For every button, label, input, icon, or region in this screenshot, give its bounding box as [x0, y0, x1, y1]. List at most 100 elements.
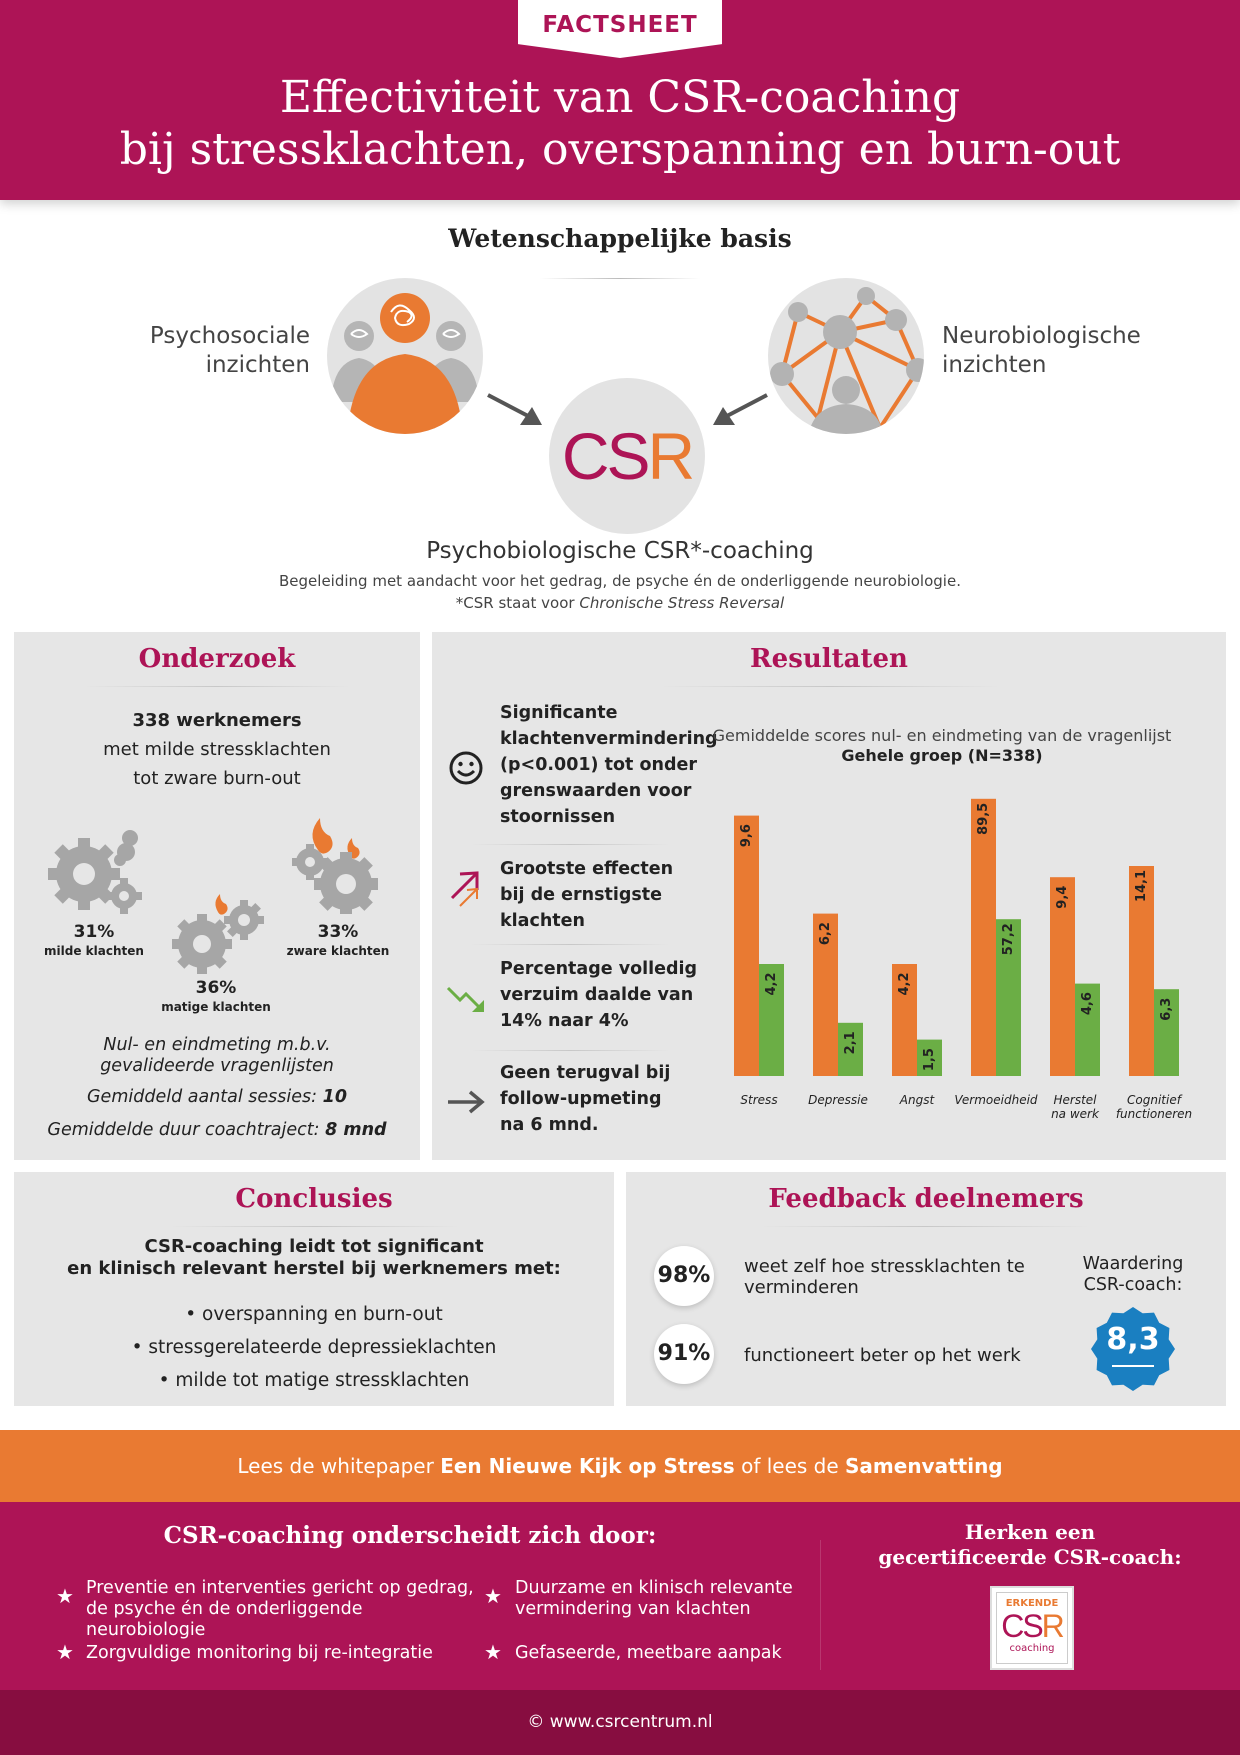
feedback-title: Feedback deelnemers	[768, 1184, 1084, 1214]
csr-logo-cs: CS	[561, 419, 651, 493]
resultaten-title: Resultaten	[750, 644, 908, 674]
chart-data-label: 57,2	[1001, 923, 1016, 955]
result-divider	[470, 844, 670, 845]
footer-item-1-line-2: de psyche én de onderliggende neurobiolo…	[86, 1599, 363, 1640]
chart-bar	[838, 1022, 863, 1076]
left-label-line-1: Psychosociale	[149, 323, 310, 349]
rating-label: Waardering CSR-coach:	[1068, 1254, 1198, 1296]
trend-down-icon	[446, 986, 484, 1012]
badge-bottom-text: coaching	[1009, 1643, 1055, 1654]
footer-divider	[820, 1540, 821, 1670]
certified-badge: ERKENDE CSR coaching	[990, 1586, 1074, 1670]
footer-item-1: Preventie en interventies gericht op ged…	[86, 1578, 486, 1641]
chart-data-label: 89,5	[976, 803, 991, 835]
basis-divider	[540, 278, 700, 279]
group-mild-pct: 31%	[73, 922, 115, 942]
feedback-text-1-line-2: verminderen	[744, 1277, 859, 1298]
group-moderate-pct: 36%	[195, 978, 237, 998]
list-item: • milde tot matige stressklachten	[158, 1370, 470, 1391]
badge-r: R	[1041, 1608, 1065, 1644]
csr-logo: CSR	[549, 378, 705, 534]
result-1-line: Significante	[500, 703, 618, 723]
result-item-2: Grootste effecten bij de ernstigste klac…	[500, 856, 700, 934]
group-severe-pct: 33%	[317, 922, 359, 942]
feedback-text-2: functioneert beter op het werk	[744, 1345, 1021, 1366]
group-severe: 33% zware klachten	[274, 922, 402, 958]
star-icon: ★	[56, 1584, 74, 1608]
result-2-line: bij de ernstigste	[500, 885, 663, 905]
rating-label-line-2: CSR-coach:	[1083, 1275, 1183, 1295]
right-label: Neurobiologische inzichten	[942, 322, 1162, 380]
group-moderate: 36% matige klachten	[152, 978, 280, 1014]
neurobiology-icon	[768, 278, 924, 434]
star-icon: ★	[484, 1584, 502, 1608]
rating-underline	[1112, 1365, 1154, 1367]
chart-bar	[1129, 866, 1154, 1076]
left-label: Psychosociale inzichten	[110, 322, 310, 380]
arrows-up-icon	[450, 871, 479, 907]
duration-text: Gemiddelde duur coachtraject: 8 mnd	[14, 1120, 420, 1140]
conclusies-intro: CSR-coaching leidt tot significant en kl…	[14, 1236, 614, 1280]
result-item-1: Significante klachtenvermindering (p<0.0…	[500, 700, 718, 830]
results-chart: 9,64,2Stress6,22,1Depressie4,21,5Angst89…	[734, 798, 1192, 1120]
badge-top-text: ERKENDE	[1005, 1598, 1059, 1609]
summary-line-2: met milde stressklachten	[103, 739, 331, 760]
basis-title: Wetenschappelijke basis	[448, 224, 792, 253]
list-item: • overspanning en burn-out	[185, 1304, 443, 1325]
gear-severe-icon	[292, 818, 378, 914]
whitepaper-band: Lees de whitepaper Een Nieuwe Kijk op St…	[0, 1430, 1240, 1502]
conclusies-title: Conclusies	[235, 1184, 393, 1214]
result-1-line: klachtenvermindering	[500, 729, 718, 749]
copyright-bar: © www.csrcentrum.nl	[0, 1690, 1240, 1755]
sessions-text: Gemiddeld aantal sessies: 10	[14, 1087, 420, 1107]
summary-line-3: tot zware burn-out	[133, 768, 301, 789]
result-divider	[470, 944, 670, 945]
method-line-1: Nul- en eindmeting m.b.v.	[103, 1035, 331, 1055]
chart-category-label: functioneren	[1116, 1107, 1192, 1120]
band-prefix: Lees de whitepaper	[237, 1454, 441, 1478]
copyright-text[interactable]: © www.csrcentrum.nl	[527, 1712, 713, 1732]
chart-bar	[813, 913, 838, 1076]
chart-data-label: 6,2	[818, 922, 833, 945]
page-title: Effectiviteit van CSR-coaching bij stres…	[0, 72, 1240, 176]
chart-title: Gemiddelde scores nul- en eindmeting van…	[712, 726, 1172, 745]
factsheet-tab: FACTSHEET	[518, 0, 722, 58]
chart-data-label: 2,1	[843, 1031, 858, 1054]
chart-bar	[1154, 989, 1179, 1076]
right-label-line-2: inzichten	[942, 352, 1047, 378]
chart-data-label: 4,2	[764, 972, 779, 995]
result-4-line: follow-upmeting	[500, 1089, 662, 1109]
feedback-text-1: weet zelf hoe stressklachten te verminde…	[744, 1256, 1044, 1298]
chart-category-label: Stress	[740, 1093, 777, 1107]
chart-data-label: 4,6	[1080, 992, 1095, 1015]
chart-category-label: Herstel	[1053, 1093, 1097, 1107]
footer-title: CSR-coaching onderscheidt zich door:	[163, 1522, 657, 1549]
badge-cs: CS	[1001, 1608, 1043, 1644]
chart-bar	[1075, 983, 1100, 1076]
chart-bar	[996, 919, 1021, 1076]
band-middle: of lees de	[734, 1454, 846, 1478]
result-1-line: stoornissen	[500, 807, 616, 827]
left-label-line-2: inzichten	[205, 352, 310, 378]
chart-category-label: Cognitief	[1127, 1093, 1183, 1107]
sessions-value: 10	[322, 1087, 347, 1107]
summary-link[interactable]: Samenvatting	[845, 1454, 1003, 1478]
title-line-1: Effectiviteit van CSR-coaching	[279, 72, 961, 123]
footer-item-4: Gefaseerde, meetbare aanpak	[515, 1643, 782, 1663]
group-moderate-label: matige klachten	[161, 1000, 271, 1014]
chart-bar	[734, 815, 759, 1076]
chart-bar	[917, 1039, 942, 1076]
csr-logo-r: R	[647, 419, 696, 493]
sessions-label: Gemiddeld aantal sessies:	[87, 1087, 323, 1107]
onderzoek-divider	[84, 686, 350, 687]
title-line-2: bij stressklachten, overspanning en burn…	[119, 124, 1121, 175]
conclusies-divider	[170, 1226, 460, 1227]
chart-bar	[1050, 877, 1075, 1076]
feedback-pct-1: 98%	[654, 1246, 714, 1306]
conclusies-list: • overspanning en burn-out • stressgerel…	[14, 1298, 614, 1397]
whitepaper-link[interactable]: Een Nieuwe Kijk op Stress	[440, 1454, 735, 1478]
result-3-line: Percentage volledig	[500, 959, 698, 979]
result-divider	[470, 1050, 670, 1051]
rating-label-line-1: Waardering	[1082, 1254, 1184, 1274]
chart-data-label: 4,2	[897, 972, 912, 995]
